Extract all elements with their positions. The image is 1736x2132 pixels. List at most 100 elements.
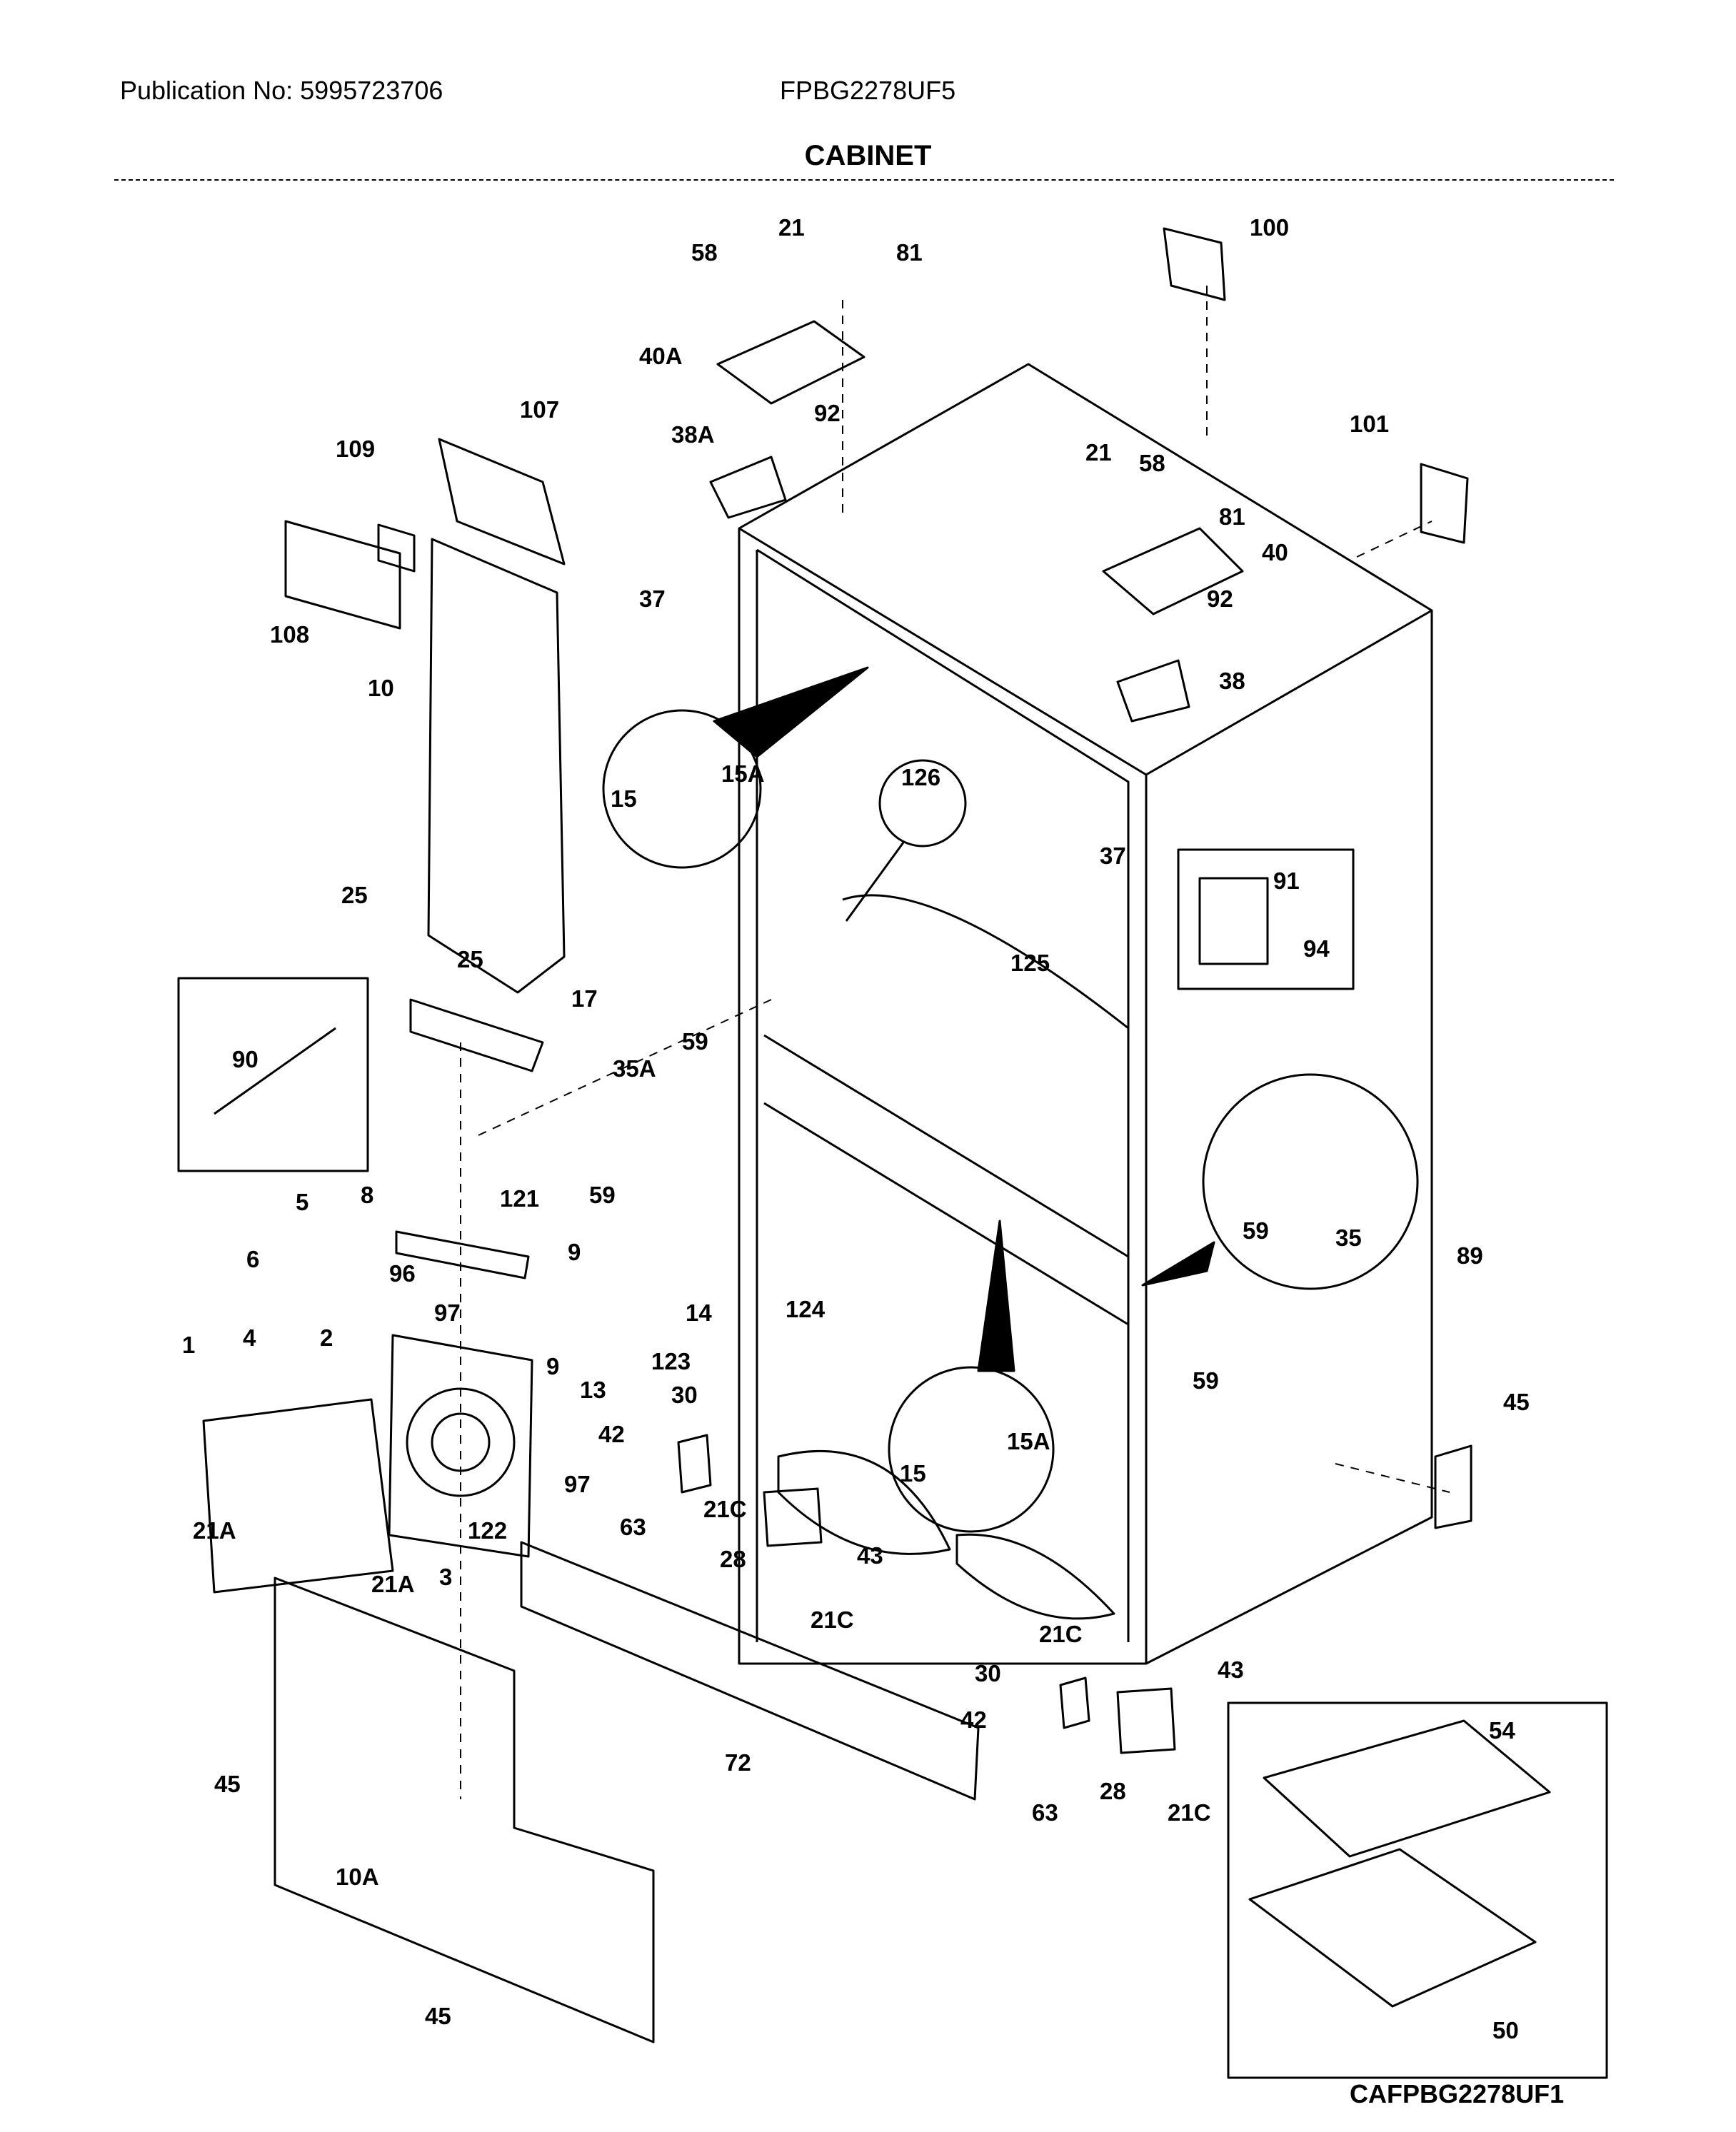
callout-14: 14: [686, 1299, 712, 1326]
callout-15a: 15A: [1007, 1428, 1050, 1454]
callout-90: 90: [232, 1046, 259, 1072]
callout-92: 92: [814, 400, 841, 426]
bracket-100: [1163, 227, 1226, 301]
magnifier-circle-15-bottom: [888, 1220, 1055, 1533]
callout-4: 4: [243, 1324, 256, 1351]
callout-91: 91: [1273, 868, 1300, 894]
callout-9: 9: [546, 1353, 559, 1379]
bracket-101: [1420, 463, 1469, 544]
callout-10: 10: [368, 675, 394, 701]
callout-54: 54: [1489, 1717, 1515, 1744]
assembly-guide-lines: [460, 286, 1450, 1799]
magnifier-circle-35: [1141, 1073, 1419, 1290]
callout-125: 125: [1010, 950, 1050, 976]
air-duct-assembly: [284, 438, 566, 1072]
callout-38a: 38A: [671, 421, 715, 448]
callout-124: 124: [786, 1296, 826, 1322]
callout-37: 37: [1100, 843, 1126, 869]
callout-92: 92: [1207, 585, 1233, 612]
callout-21c: 21C: [811, 1606, 854, 1633]
callout-40: 40: [1262, 539, 1288, 565]
callout-38: 38: [1219, 668, 1245, 694]
callout-21: 21: [778, 214, 805, 241]
callout-17: 17: [571, 985, 598, 1012]
model-number: FPBG2278UF5: [780, 76, 956, 105]
callout-58: 58: [691, 239, 718, 266]
callout-109: 109: [336, 436, 375, 462]
inset-box-probe: [177, 977, 369, 1172]
callout-1: 1: [182, 1332, 195, 1358]
callout-2: 2: [320, 1324, 333, 1351]
diagram-code: CAFPBG2278UF1: [1350, 2079, 1565, 2108]
callout-28: 28: [720, 1546, 746, 1572]
callout-30: 30: [975, 1660, 1001, 1686]
hinge-bottom-right: [1059, 1676, 1176, 1754]
callout-28: 28: [1100, 1778, 1126, 1804]
callout-123: 123: [651, 1348, 691, 1374]
callout-40a: 40A: [639, 343, 683, 369]
callout-42: 42: [598, 1421, 625, 1447]
callout-59: 59: [1243, 1217, 1269, 1244]
side-panel: [1434, 1444, 1472, 1529]
cabinet-body: [738, 363, 1433, 1665]
callout-5: 5: [296, 1189, 308, 1215]
callout-43: 43: [857, 1542, 883, 1569]
callout-21a: 21A: [193, 1517, 236, 1544]
callout-37: 37: [639, 585, 666, 612]
callout-8: 8: [361, 1182, 373, 1208]
callout-107: 107: [520, 396, 559, 423]
callout-25: 25: [341, 882, 368, 908]
callout-45: 45: [1503, 1389, 1530, 1415]
magnifier-circle-126: [845, 759, 967, 922]
callout-63: 63: [620, 1514, 646, 1540]
callout-101: 101: [1350, 411, 1389, 437]
callout-126: 126: [901, 764, 940, 790]
callout-97: 97: [564, 1471, 591, 1497]
section-title: CABINET: [804, 140, 932, 171]
callout-3: 3: [439, 1564, 452, 1590]
callout-9: 9: [568, 1239, 581, 1265]
callout-15: 15: [900, 1460, 926, 1487]
callout-21a: 21A: [371, 1571, 415, 1597]
callout-59: 59: [589, 1182, 616, 1208]
inset-box-switch: [1177, 848, 1355, 990]
callout-21c: 21C: [1039, 1621, 1083, 1647]
callout-25: 25: [457, 946, 483, 972]
callout-59: 59: [682, 1028, 708, 1055]
callout-108: 108: [270, 621, 309, 648]
callout-45: 45: [214, 1771, 241, 1797]
callout-45: 45: [425, 2003, 451, 2029]
callout-97: 97: [434, 1299, 461, 1326]
hinge-top-right: [1102, 527, 1244, 723]
callout-100: 100: [1250, 214, 1289, 241]
callout-59: 59: [1193, 1367, 1219, 1394]
rear-access-cover: [274, 1577, 655, 2043]
callout-58: 58: [1139, 450, 1165, 476]
callout-72: 72: [725, 1749, 751, 1776]
kickplate-grille: [520, 1541, 980, 1801]
hinge-top-left: [709, 320, 866, 519]
callout-96: 96: [389, 1260, 416, 1287]
callout-15a: 15A: [721, 760, 765, 787]
title-divider: [114, 179, 1614, 181]
callout-15: 15: [611, 785, 637, 812]
callout-13: 13: [580, 1377, 606, 1403]
callout-94: 94: [1303, 935, 1330, 962]
callout-21c: 21C: [1168, 1799, 1211, 1826]
magnifier-circle-15-top: [602, 666, 869, 869]
inset-box-control-board: [1227, 1701, 1608, 2079]
callout-43: 43: [1218, 1656, 1244, 1683]
callout-50: 50: [1492, 2017, 1519, 2043]
publication-number: Publication No: 5995723706: [120, 76, 443, 105]
callout-6: 6: [246, 1246, 259, 1272]
callout-21: 21: [1085, 439, 1112, 466]
callout-63: 63: [1032, 1799, 1058, 1826]
callout-42: 42: [960, 1706, 987, 1733]
callout-21c: 21C: [703, 1496, 747, 1522]
callout-30: 30: [671, 1382, 698, 1408]
callout-35: 35: [1335, 1225, 1362, 1251]
hinge-bottom-left: [677, 1434, 823, 1547]
callout-35a: 35A: [613, 1055, 656, 1082]
callout-89: 89: [1457, 1242, 1483, 1269]
